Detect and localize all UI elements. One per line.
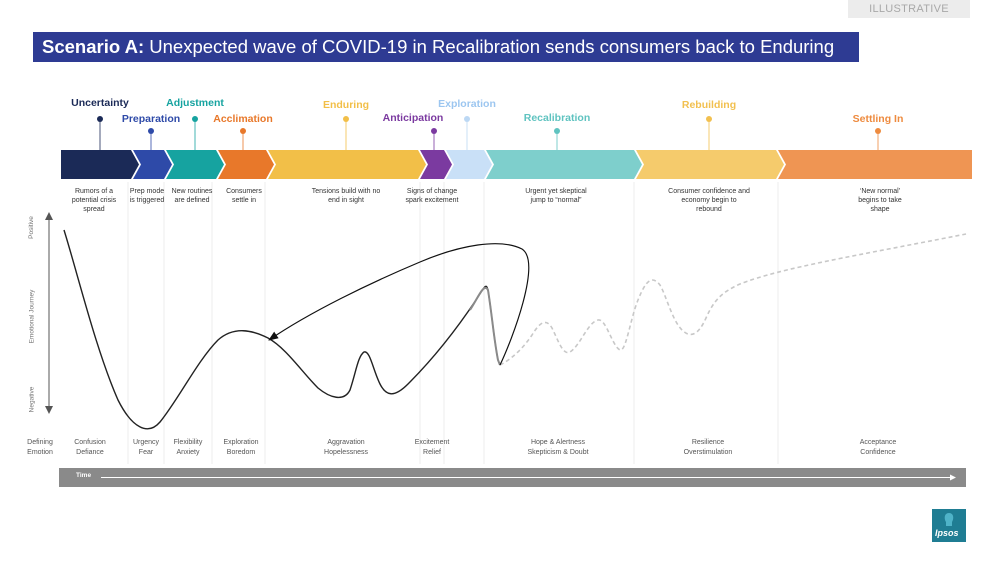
- axis-negative-label: Negative: [28, 386, 36, 413]
- chevron-anticipation: [420, 150, 452, 179]
- row-label-defining-emotion: Defining Emotion: [27, 439, 53, 456]
- emotion-axis: [45, 212, 53, 414]
- phase-label-settling-in: Settling In: [852, 113, 904, 125]
- desc-uncertainty: Rumors of a potential crisis spread: [71, 188, 117, 214]
- emotion-preparation: Urgency Fear: [132, 439, 160, 456]
- desc-preparation: Prep mode is triggered: [129, 188, 165, 205]
- desc-recalibration: Urgent yet skeptical jump to “normal”: [525, 188, 587, 205]
- ipsos-logo-mark: [944, 513, 954, 526]
- time-axis-bar: Time: [59, 468, 966, 487]
- pin-preparation: [148, 128, 154, 150]
- desc-anticipation: Signs of change spark excitement: [405, 188, 459, 205]
- chevron-exploration: [446, 150, 492, 179]
- phase-label-enduring: Enduring: [322, 99, 370, 111]
- pin-adjustment: [192, 116, 198, 150]
- phase-label-preparation: Preparation: [121, 113, 181, 125]
- pin-settling-in: [875, 128, 881, 150]
- phase-label-exploration: Exploration: [438, 98, 496, 110]
- pin-acclimation: [240, 128, 246, 150]
- page-title: Scenario A: Unexpected wave of COVID-19 …: [33, 32, 859, 62]
- phase-label-rebuilding: Rebuilding: [681, 99, 737, 111]
- emotion-enduring: Aggravation Hopelessness: [324, 439, 368, 456]
- axis-y-label: Emotional Journey: [28, 289, 36, 344]
- chevron-adjustment: [166, 150, 224, 179]
- ipsos-logo: Ipsos: [932, 509, 966, 542]
- time-label: Time: [76, 472, 92, 479]
- chevron-acclimation: [218, 150, 274, 179]
- pin-anticipation: [431, 128, 437, 150]
- desc-adjustment: New routines are defined: [171, 188, 213, 205]
- chevron-recalibration: [486, 150, 642, 179]
- desc-acclimation: Consumers settle in: [226, 188, 262, 205]
- emotion-anticipation: Excitement Relief: [414, 439, 450, 456]
- phase-label-uncertainty: Uncertainty: [71, 97, 129, 109]
- desc-rebuilding: Consumer confidence and economy begin to…: [668, 188, 750, 214]
- illustrative-badge: ILLUSTRATIVE: [848, 0, 970, 18]
- pin-rebuilding: [706, 116, 712, 150]
- emotion-curve: [63, 229, 501, 430]
- chevron-uncertainty: [61, 150, 139, 179]
- chevron-enduring: [268, 150, 426, 179]
- title-text: Unexpected wave of COVID-19 in Recalibra…: [144, 36, 835, 57]
- emotion-curve-highlight: [469, 287, 501, 366]
- return-arrow: [268, 243, 530, 366]
- phase-label-recalibration: Recalibration: [523, 112, 591, 124]
- phase-label-adjustment: Adjustment: [166, 97, 224, 109]
- phase-chevron-band: [61, 150, 972, 179]
- chevron-settling-in: [778, 150, 972, 179]
- phase-dividers: [127, 182, 779, 464]
- emotion-rebuilding: Resilience Overstimulation: [683, 439, 733, 456]
- title-prefix: Scenario A:: [42, 36, 145, 57]
- desc-enduring: Tensions build with no end in sight: [311, 188, 381, 205]
- pin-uncertainty: [97, 116, 103, 150]
- phase-label-acclimation: Acclimation: [213, 113, 273, 125]
- emotion-curve-projected: [499, 233, 967, 366]
- pin-enduring: [343, 116, 349, 150]
- pin-recalibration: [554, 128, 560, 150]
- emotion-uncertainty: Confusion Defiance: [74, 439, 106, 456]
- pin-exploration: [464, 116, 470, 150]
- ipsos-logo-text: Ipsos: [935, 528, 959, 538]
- emotion-adjustment: Flexibility Anxiety: [173, 439, 203, 456]
- emotion-acclimation: Exploration Boredom: [223, 439, 259, 456]
- emotion-recalibration: Hope & Alertness Skepticism & Doubt: [527, 439, 589, 456]
- phase-label-anticipation: Anticipation: [382, 112, 444, 124]
- time-arrow: [101, 474, 956, 481]
- chevron-rebuilding: [636, 150, 784, 179]
- emotion-settling-in: Acceptance Confidence: [859, 439, 897, 456]
- chevron-preparation: [133, 150, 172, 179]
- axis-positive-label: Positive: [27, 216, 35, 239]
- desc-settling-in: ‘New normal’ begins to take shape: [858, 188, 902, 214]
- phase-pins: [97, 116, 881, 150]
